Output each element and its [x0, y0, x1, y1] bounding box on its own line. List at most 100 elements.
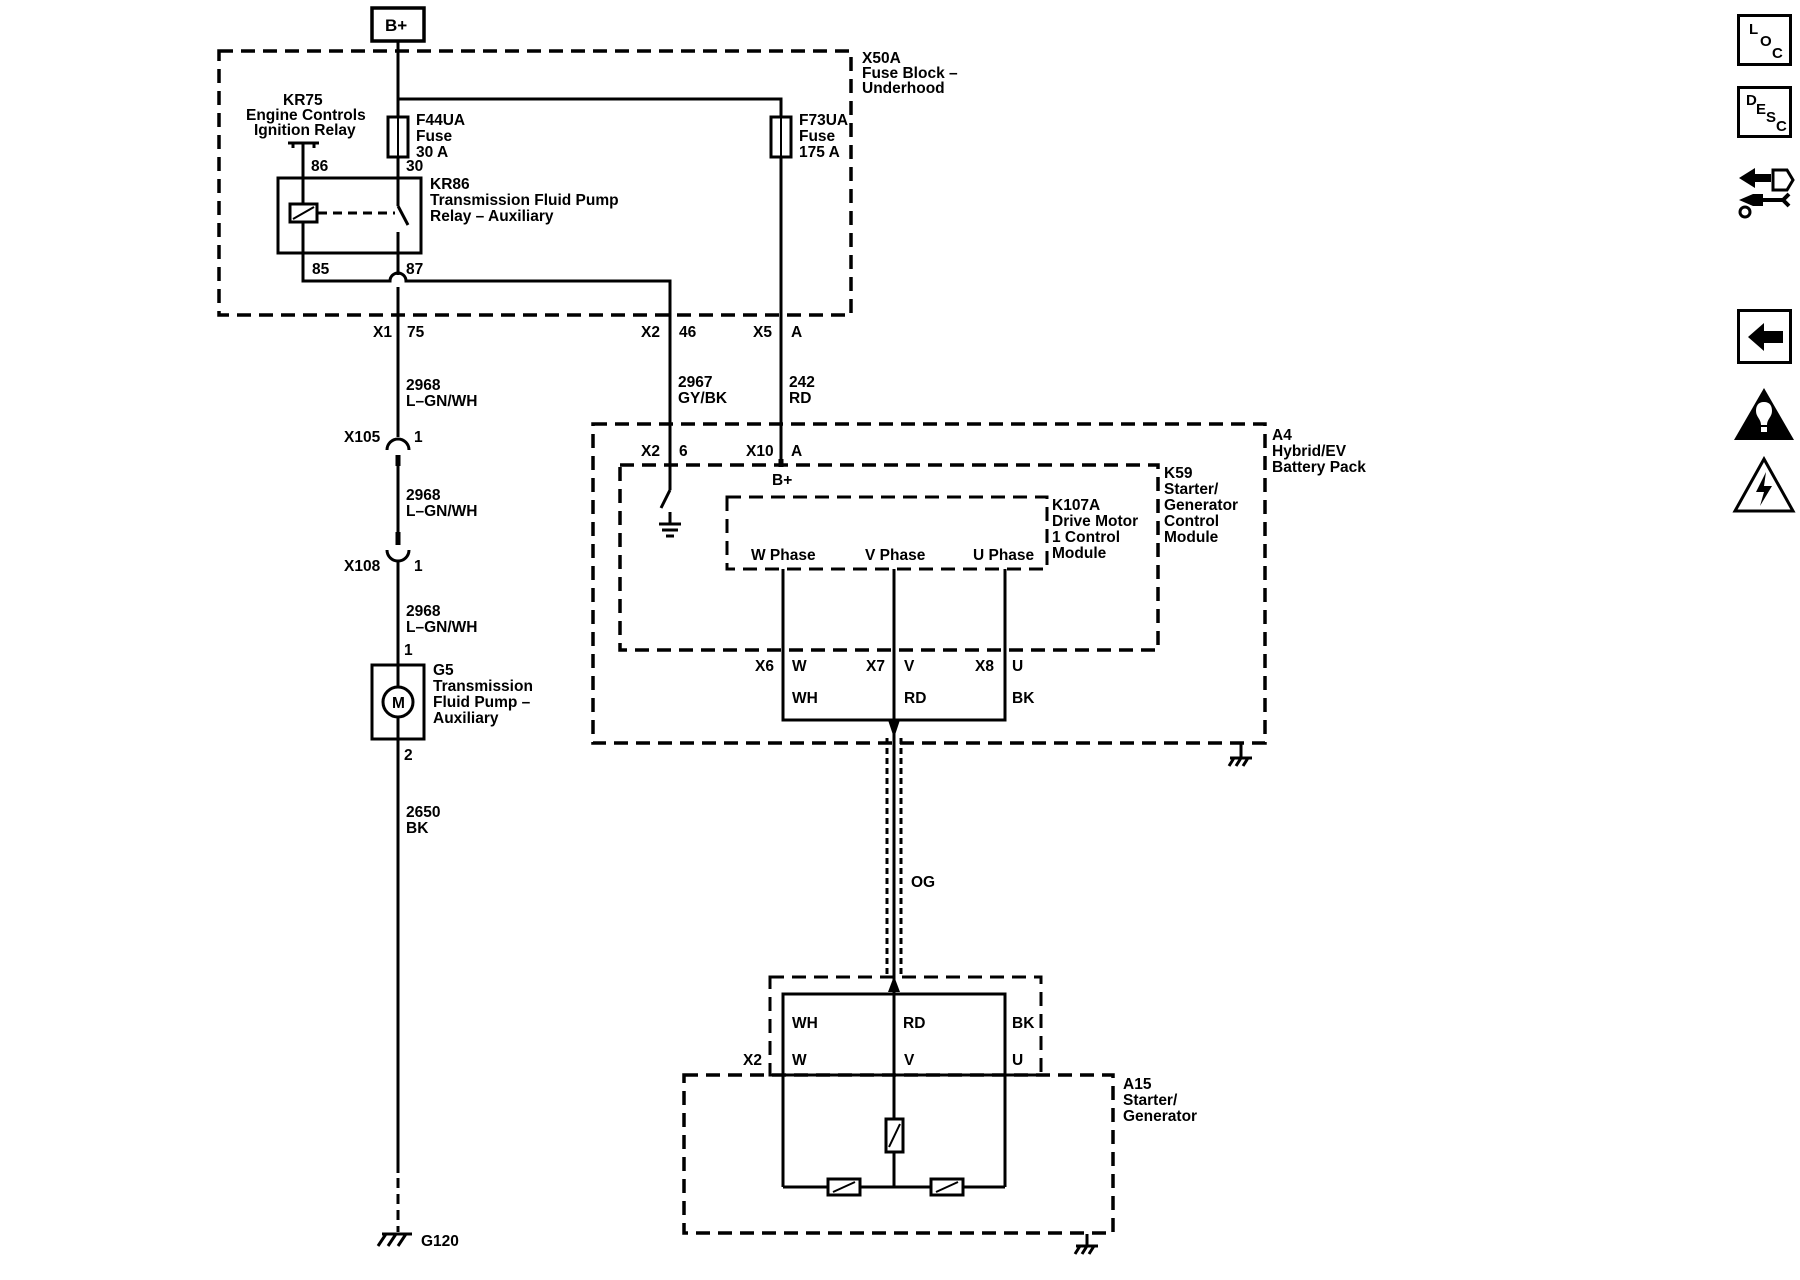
g120-ref: G120 [421, 1233, 459, 1250]
winding-w-mark [832, 1181, 856, 1193]
back-button[interactable] [1737, 309, 1792, 364]
connector-service-icon[interactable] [1735, 160, 1795, 220]
wire-2968-a-circuit: 2968 [406, 377, 441, 394]
a15-name-1: Starter/ [1123, 1092, 1178, 1109]
kr86-pin-86: 86 [311, 158, 329, 175]
a15-w-pin: W [792, 1052, 807, 1069]
a4-ref: A4 [1272, 427, 1292, 444]
g5-name-3: Auxiliary [433, 710, 499, 727]
location-letter-l: L [1749, 21, 1759, 38]
a15-name-2: Generator [1123, 1108, 1197, 1125]
relay-85-to-x2-wire [301, 253, 672, 322]
g5-motor-letter: M [392, 695, 405, 712]
a4-name-1: Hybrid/EV [1272, 443, 1347, 460]
a15-starter-generator-outline [682, 1073, 1115, 1235]
wire-2968-a-color: L–GN/WH [406, 393, 477, 410]
kr86-name-2: Relay – Auxiliary [430, 208, 554, 225]
k107a-name-3: Module [1052, 545, 1107, 562]
wire-2968-b-color: L–GN/WH [406, 503, 477, 520]
a4-x2-ref: X2 [641, 443, 660, 460]
description-letter-c: C [1776, 118, 1787, 135]
fuse-f73ua-type: Fuse [799, 128, 836, 145]
high-voltage-icon[interactable] [1732, 456, 1796, 514]
g5-pin-1: 1 [404, 642, 413, 659]
x6-pin: W [792, 658, 807, 675]
relay-switch-blade [396, 205, 410, 226]
x8-wire-color: BK [1012, 690, 1035, 707]
fuse-f73ua-rating: 175 A [799, 144, 840, 161]
a4-x10-ref: X10 [746, 443, 774, 460]
x7-wire-color: RD [904, 690, 926, 707]
k59-name-2: Generator [1164, 497, 1238, 514]
x8-pin: U [1012, 658, 1023, 675]
harness-color-label: OG [911, 874, 935, 891]
wire-242-color: RD [789, 390, 811, 407]
x108-ref: X108 [344, 558, 381, 575]
x1-connector-ref: X1 [373, 324, 392, 341]
fuse-f44ua-type: Fuse [416, 128, 453, 145]
wire-2968-c-circuit: 2968 [406, 603, 441, 620]
k107a-u-phase: U Phase [973, 547, 1035, 564]
wire-2967-circuit: 2967 [678, 374, 712, 391]
description-letter-d: D [1746, 92, 1757, 109]
wire-2968-b-circuit: 2968 [406, 487, 441, 504]
description-button[interactable]: D E S C [1737, 86, 1792, 138]
x7-ref: X7 [866, 658, 885, 675]
fuse-block-name-1: Fuse Block – [862, 65, 958, 82]
a4-b-plus-label: B+ [772, 472, 792, 489]
x5-connector-ref: X5 [753, 324, 772, 341]
description-letter-e: E [1756, 101, 1767, 118]
fuse-block-ref: X50A [862, 50, 901, 67]
caution-icon[interactable] [1732, 386, 1796, 442]
g120-ground-symbol [376, 1232, 412, 1247]
a15-w-color: WH [792, 1015, 818, 1032]
k59-internal-ground-icon [659, 512, 681, 538]
a4-x2-pin: 6 [679, 443, 688, 460]
battery-supply-label: B+ [385, 16, 407, 35]
k107a-v-phase: V Phase [865, 547, 926, 564]
a15-x2-ref: X2 [743, 1052, 762, 1069]
location-letter-o: O [1760, 33, 1772, 50]
fuse-block-name-2: Underhood [862, 80, 945, 97]
wire-2967-color: GY/BK [678, 390, 728, 407]
fuse-f44ua-rating: 30 A [416, 144, 448, 161]
x108-pin: 1 [414, 558, 423, 575]
a15-x2-connector-outline [768, 975, 1043, 1077]
location-button[interactable]: L O C [1737, 14, 1792, 66]
g5-name-1: Transmission [433, 678, 533, 695]
k107a-name-1: Drive Motor [1052, 513, 1138, 530]
location-letter-c: C [1772, 45, 1783, 62]
x8-ref: X8 [975, 658, 994, 675]
x108-connector-symbol [385, 549, 411, 563]
x7-pin: V [904, 658, 915, 675]
k59-name-4: Module [1164, 529, 1219, 546]
fuse-block-x50a-outline [217, 49, 853, 317]
k59-ref: K59 [1164, 465, 1193, 482]
x2-connector-pin: 46 [679, 324, 697, 341]
g5-pin-2: 2 [404, 747, 413, 764]
x1-connector-pin: 75 [407, 324, 425, 341]
kr75-ref: KR75 [283, 92, 323, 109]
x2-connector-ref: X2 [641, 324, 660, 341]
x105-pin: 1 [414, 429, 423, 446]
wire-2650-color: BK [406, 820, 429, 837]
wire-2650-circuit: 2650 [406, 804, 440, 821]
kr75-name-2: Ignition Relay [254, 122, 356, 139]
x105-ref: X105 [344, 429, 381, 446]
kr86-pin-87: 87 [406, 261, 423, 278]
harness-bottom-arrow [888, 976, 900, 992]
k59-name-3: Control [1164, 513, 1219, 530]
k107a-ref: K107A [1052, 497, 1100, 514]
kr86-name-1: Transmission Fluid Pump [430, 192, 619, 209]
k59-switch-blade [659, 489, 672, 509]
k107a-name-2: 1 Control [1052, 529, 1120, 546]
a15-ref: A15 [1123, 1076, 1152, 1093]
kr86-pin-85: 85 [312, 261, 330, 278]
k107a-module-outline [725, 495, 1049, 571]
kr86-pin-30: 30 [406, 158, 423, 175]
g5-name-2: Fluid Pump – [433, 694, 531, 711]
a15-chassis-ground-icon [1073, 1234, 1098, 1255]
a4-x10-pin: A [791, 443, 802, 460]
b-plus-bus-wire [396, 41, 783, 117]
